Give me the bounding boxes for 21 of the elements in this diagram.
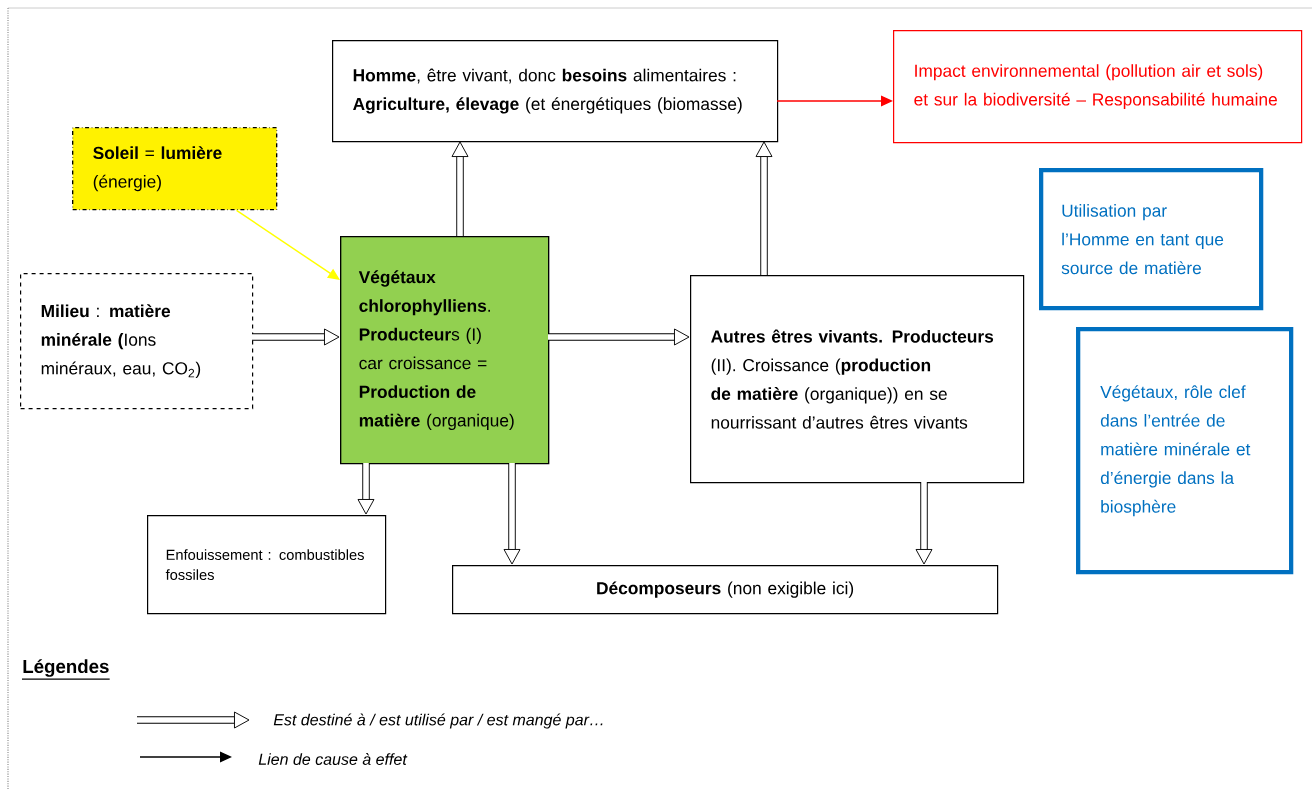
- arrow: [915, 482, 933, 565]
- arrow: [548, 328, 690, 346]
- arrow: [755, 141, 773, 275]
- process-box: Décomposeurs (non exigible ici): [452, 565, 999, 615]
- process-box: Homme, être vivant, donc besoins alimentaires : Agriculture, élevage (et énergétiques (biomasse): [332, 40, 779, 143]
- impact-box: Impact environnemental (pollution air et sols) et sur la biodiversité – Responsabilité humaine: [893, 30, 1303, 144]
- process-box: Végétaux chlorophylliens. Producteurs (I) car croissance = Production de matière (organique): [340, 236, 550, 465]
- note-box: Végétaux, rôle clef dans l’entrée de matière minérale et d’énergie dans la biosphère: [1076, 327, 1294, 575]
- legend-heading: Légendes: [21, 659, 111, 680]
- source-box: Milieu : matière minérale (Ions minéraux, eau, CO$_{2}$): [20, 273, 254, 410]
- process-box: Autres êtres vivants. Producteurs (II). Croissance (production de matière (organique)) en se nourrissant d’autres êtres vivants: [690, 275, 1025, 484]
- arrow: [235, 209, 340, 280]
- legend-text: Lien de cause à effet: [258, 753, 408, 765]
- arrow: [503, 463, 521, 565]
- legend-text: Est destiné à / est utilisé par / est mangé par…: [273, 713, 603, 729]
- arrow: [357, 463, 375, 515]
- process-box: Enfouissement : combustibles fossiles: [147, 515, 387, 615]
- source-box: Soleil = lumière (énergie): [72, 127, 278, 211]
- arrow: [252, 328, 340, 346]
- note-box: Utilisation par l’Homme en tant que source de matière: [1039, 168, 1264, 311]
- arrow: [451, 141, 469, 236]
